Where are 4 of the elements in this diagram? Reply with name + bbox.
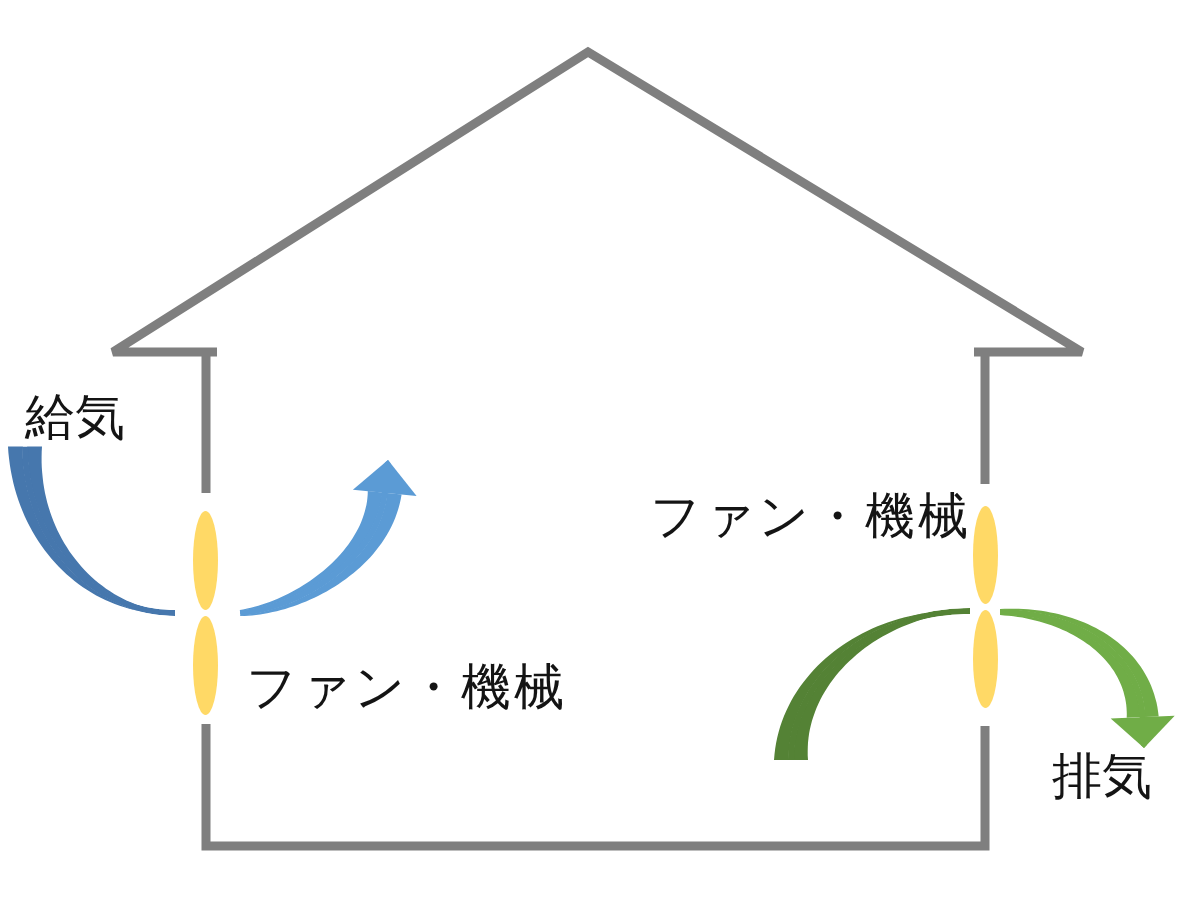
fan-label: ファン・機械 xyxy=(246,659,567,717)
airflow-label: 排気 xyxy=(1052,748,1152,806)
fan-label: ファン・機械 xyxy=(650,488,971,546)
airflow-label: 給気 xyxy=(25,389,125,447)
